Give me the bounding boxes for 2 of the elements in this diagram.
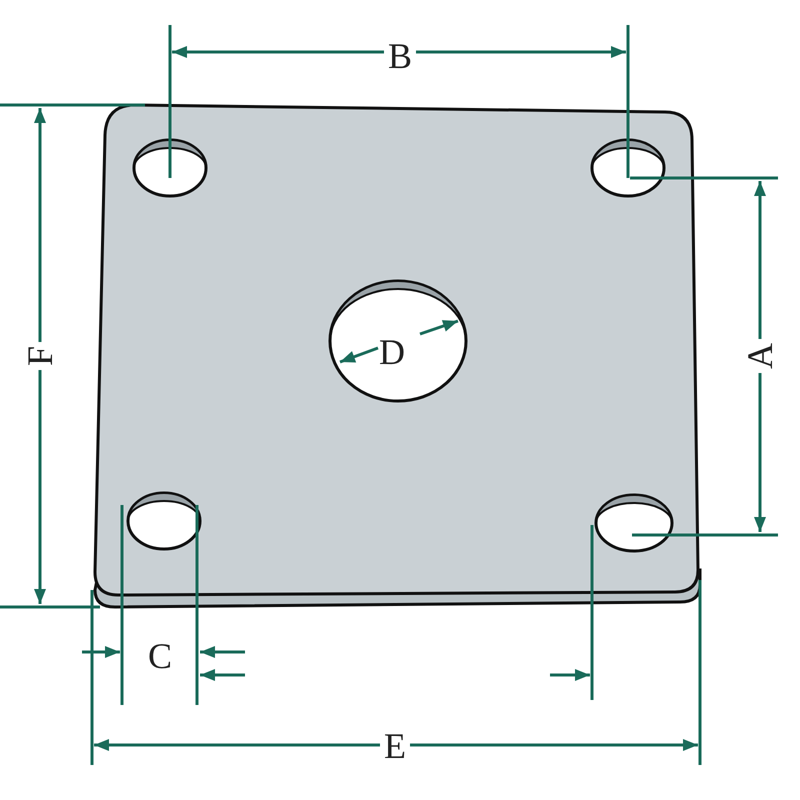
dimension-label: D — [378, 334, 406, 370]
dimension-label: C — [147, 638, 173, 674]
